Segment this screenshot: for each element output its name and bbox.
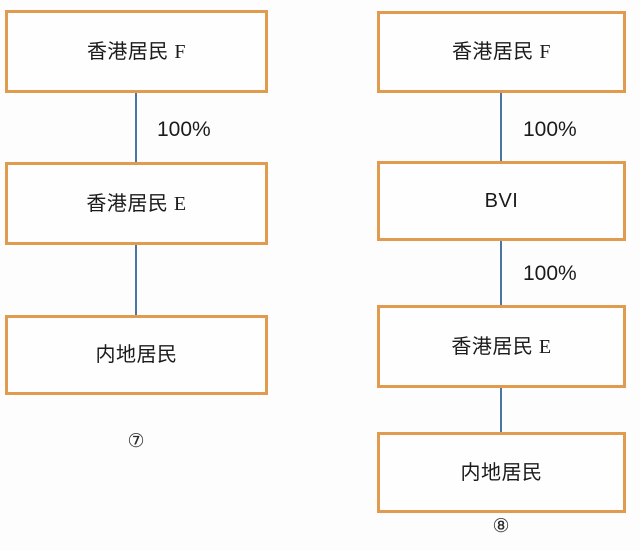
right-connector-1: [500, 93, 502, 161]
left-node-2-label: 香港居民 E: [86, 192, 187, 215]
right-node-1: 香港居民 F: [377, 11, 626, 93]
right-node-2-label: BVI: [484, 190, 519, 212]
left-connector-2: [135, 245, 137, 315]
right-node-4-label: 内地居民: [460, 461, 543, 484]
right-edge-label-2: 100%: [523, 262, 577, 285]
right-node-3: 香港居民 E: [377, 305, 626, 388]
left-node-2: 香港居民 E: [5, 162, 268, 245]
left-node-3-label: 内地居民: [95, 344, 178, 366]
right-connector-3: [500, 388, 502, 432]
left-edge-label-1: 100%: [157, 118, 211, 141]
left-connector-1: [135, 93, 137, 162]
right-node-4: 内地居民: [377, 432, 626, 513]
right-node-2: BVI: [377, 161, 626, 241]
left-node-1: 香港居民 F: [5, 10, 268, 93]
right-node-3-label: 香港居民 E: [451, 335, 552, 358]
left-node-1-label: 香港居民 F: [86, 40, 187, 63]
right-figure-marker: ⑧: [492, 516, 510, 537]
left-node-3: 内地居民: [5, 315, 268, 395]
left-figure-marker: ⑦: [127, 431, 145, 452]
right-edge-label-1: 100%: [523, 118, 577, 141]
right-node-1-label: 香港居民 F: [451, 41, 552, 63]
right-connector-2: [500, 241, 502, 305]
